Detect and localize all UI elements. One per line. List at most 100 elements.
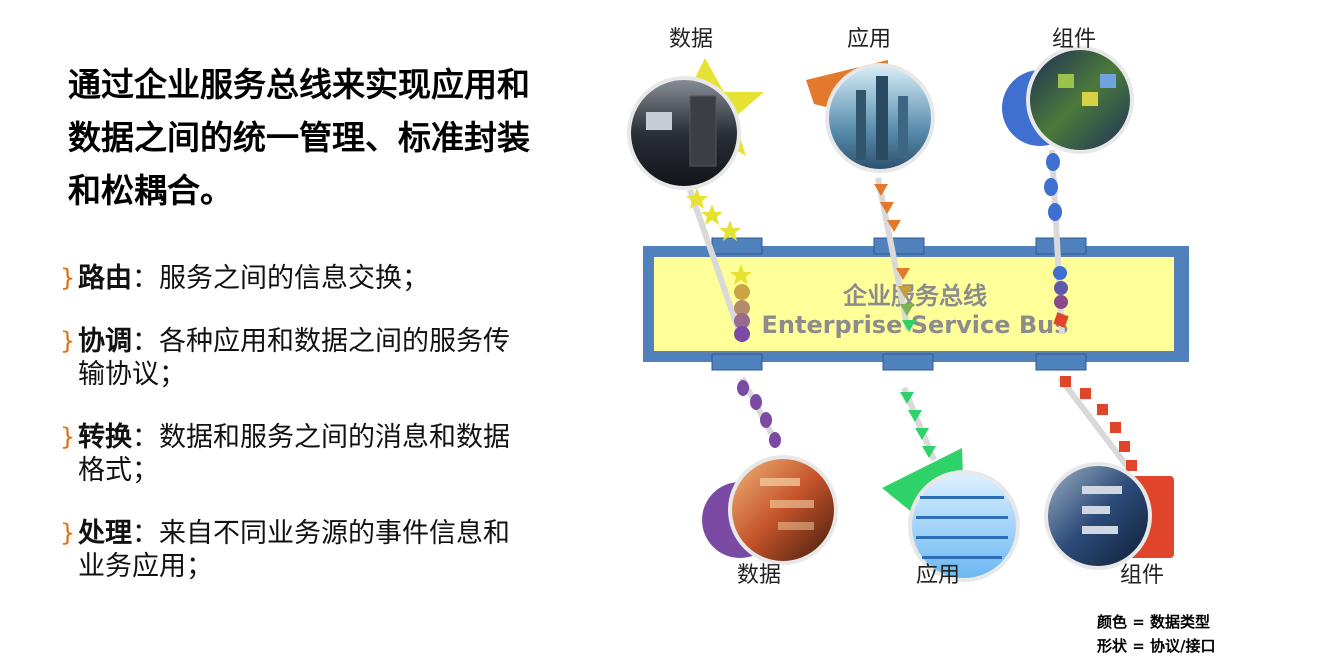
icon-tile (1082, 92, 1098, 106)
bullet-mark: } (60, 264, 76, 292)
oval-packet (769, 432, 781, 448)
bottom-label-app: 应用 (916, 563, 960, 588)
oval-packet (1053, 266, 1067, 280)
legend-shape-line: 形状 = 协议/接口 (1097, 637, 1216, 655)
square-packet (1060, 376, 1071, 387)
oval-packet (1054, 281, 1068, 295)
data-packet (734, 300, 750, 316)
bullet-term: 处理 (78, 518, 132, 549)
triangle-packet (900, 392, 914, 404)
bus-port (882, 353, 934, 371)
bullet-colon: ： (132, 263, 159, 294)
bus-port (873, 237, 925, 255)
star-packet (730, 264, 752, 285)
bullet-term: 协调 (78, 326, 132, 357)
bullet-mark: } (60, 327, 76, 355)
square-packet (1126, 460, 1137, 471)
data-packet (734, 313, 750, 329)
icon-tile (1058, 74, 1074, 88)
bullet-desc: 来自不同业务源的事件信息和业务应用； (78, 518, 510, 582)
bottom-label-data: 数据 (737, 563, 781, 588)
oval-packet (1044, 178, 1058, 196)
triangle-packet (915, 428, 929, 440)
top-label-app: 应用 (847, 27, 891, 52)
server-rack-detail (646, 112, 672, 130)
stock-detail (760, 478, 800, 486)
bullet-coordination: } 协调：各种应用和数据之间的服务传输协议； (60, 325, 530, 391)
control-panel-image (1044, 462, 1152, 570)
star-packet (701, 204, 723, 225)
stock-image (728, 455, 838, 565)
oval-packet (750, 394, 762, 410)
square-packet (1110, 422, 1121, 433)
panel-detail (1082, 506, 1110, 514)
triangle-packet (874, 184, 888, 196)
star-packet (686, 188, 708, 209)
legend-color-line: 颜色 = 数据类型 (1097, 613, 1211, 631)
star-packet (719, 220, 741, 241)
page-title: 通过企业服务总线来实现应用和数据之间的统一管理、标准封装和松耦合。 (68, 65, 530, 210)
flow-track (1057, 376, 1133, 472)
stock-detail (778, 522, 814, 530)
triangle-packet (902, 320, 916, 332)
flow-track (687, 189, 745, 341)
top-label-data: 数据 (669, 27, 713, 52)
bus-title-en: Enterprise Service Bus (761, 311, 1068, 339)
sheet-row (916, 516, 1008, 519)
triangle-packet (898, 286, 912, 298)
bullet-desc: 服务之间的信息交换； (159, 263, 429, 294)
bus-port (711, 237, 763, 255)
sheet-row (916, 536, 1008, 539)
bullet-colon: ： (132, 422, 159, 453)
oval-packet (1048, 203, 1062, 221)
bullet-desc: 数据和服务之间的消息和数据格式； (78, 422, 510, 486)
data-packet (734, 326, 750, 342)
city-building (898, 96, 908, 158)
feature-list: } 路由：服务之间的信息交换； } 协调：各种应用和数据之间的服务传输协议； }… (60, 262, 530, 613)
bus-port (1035, 237, 1087, 255)
bullet-desc: 各种应用和数据之间的服务传输协议； (78, 326, 510, 390)
bullet-transformation: } 转换：数据和服务之间的消息和数据格式； (60, 421, 530, 487)
bus-port (1035, 353, 1087, 371)
square-packet (1119, 441, 1130, 452)
square-packet (1053, 312, 1069, 328)
bus-port (711, 353, 763, 371)
server-image (627, 76, 741, 190)
oval-packet (1054, 295, 1068, 309)
bullet-mark: } (60, 519, 76, 547)
stock-detail (770, 500, 814, 508)
triangle-packet (900, 304, 914, 316)
city-building (856, 90, 866, 160)
oval-packet (1046, 153, 1060, 171)
oval-packet (737, 380, 749, 396)
data-packet (734, 284, 750, 300)
triangle-packet (887, 220, 901, 232)
triangle-packet (896, 268, 910, 280)
server-rack-detail (689, 95, 717, 167)
top-label-component: 组件 (1052, 27, 1096, 52)
bullet-colon: ： (132, 326, 159, 357)
bullet-term: 转换 (78, 422, 132, 453)
triangle-packet (880, 202, 894, 214)
square-packet (1097, 404, 1108, 415)
triangle-packet (908, 410, 922, 422)
panel-detail (1082, 486, 1122, 494)
icons-image (1026, 46, 1134, 154)
bus-title-cn: 企业服务总线 (843, 282, 987, 310)
legend: 颜色 = 数据类型 形状 = 协议/接口 (1097, 610, 1216, 658)
bottom-label-component: 组件 (1120, 563, 1164, 588)
triangle-packet (922, 446, 936, 458)
square-packet (1080, 388, 1091, 399)
bullet-routing: } 路由：服务之间的信息交换； (60, 262, 530, 295)
oval-packet (760, 412, 772, 428)
sheet-row (922, 556, 1002, 559)
panel-detail (1082, 526, 1118, 534)
bullet-term: 路由 (78, 263, 132, 294)
bullet-colon: ： (132, 518, 159, 549)
icon-tile (1100, 74, 1116, 88)
city-building (876, 76, 888, 160)
bullet-mark: } (60, 423, 76, 451)
sheet-row (920, 496, 1004, 499)
bullet-processing: } 处理：来自不同业务源的事件信息和业务应用； (60, 517, 530, 583)
